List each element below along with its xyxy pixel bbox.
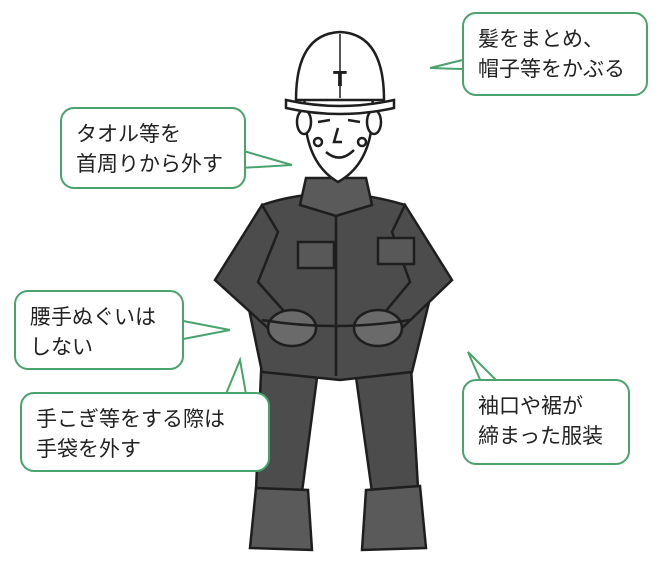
tail-towel-neck xyxy=(239,148,293,170)
callout-waist-towel: 腰手ぬぐいは しない xyxy=(14,290,184,370)
callout-line: 腰手ぬぐいは xyxy=(30,305,156,329)
callout-hair-helmet: 髪をまとめ、 帽子等をかぶる xyxy=(462,12,648,96)
callout-line: 袖口や裾が xyxy=(478,394,583,418)
callout-line: 手袋を外す xyxy=(36,437,141,461)
safety-helmet: T xyxy=(284,30,396,116)
callout-line: 髪をまとめ、 xyxy=(478,27,604,51)
callout-line: 手こぎ等をする際は xyxy=(36,407,225,431)
callout-line: しない xyxy=(30,335,93,359)
callout-gloves: 手こぎ等をする際は 手袋を外す xyxy=(20,392,270,472)
collar xyxy=(298,176,374,218)
helmet-mark: T xyxy=(333,67,347,91)
callout-line: 首周りから外す xyxy=(76,152,223,176)
tail-waist-towel xyxy=(177,318,231,342)
callout-line: タオル等を xyxy=(76,122,181,146)
callout-clothing: 袖口や裾が 締まった服装 xyxy=(462,379,630,465)
callout-line: 帽子等をかぶる xyxy=(478,57,625,81)
tail-gloves xyxy=(224,356,248,395)
callout-line: 締まった服装 xyxy=(478,424,604,448)
torso xyxy=(213,192,454,382)
callout-towel-neck: タオル等を 首周りから外す xyxy=(60,107,246,189)
